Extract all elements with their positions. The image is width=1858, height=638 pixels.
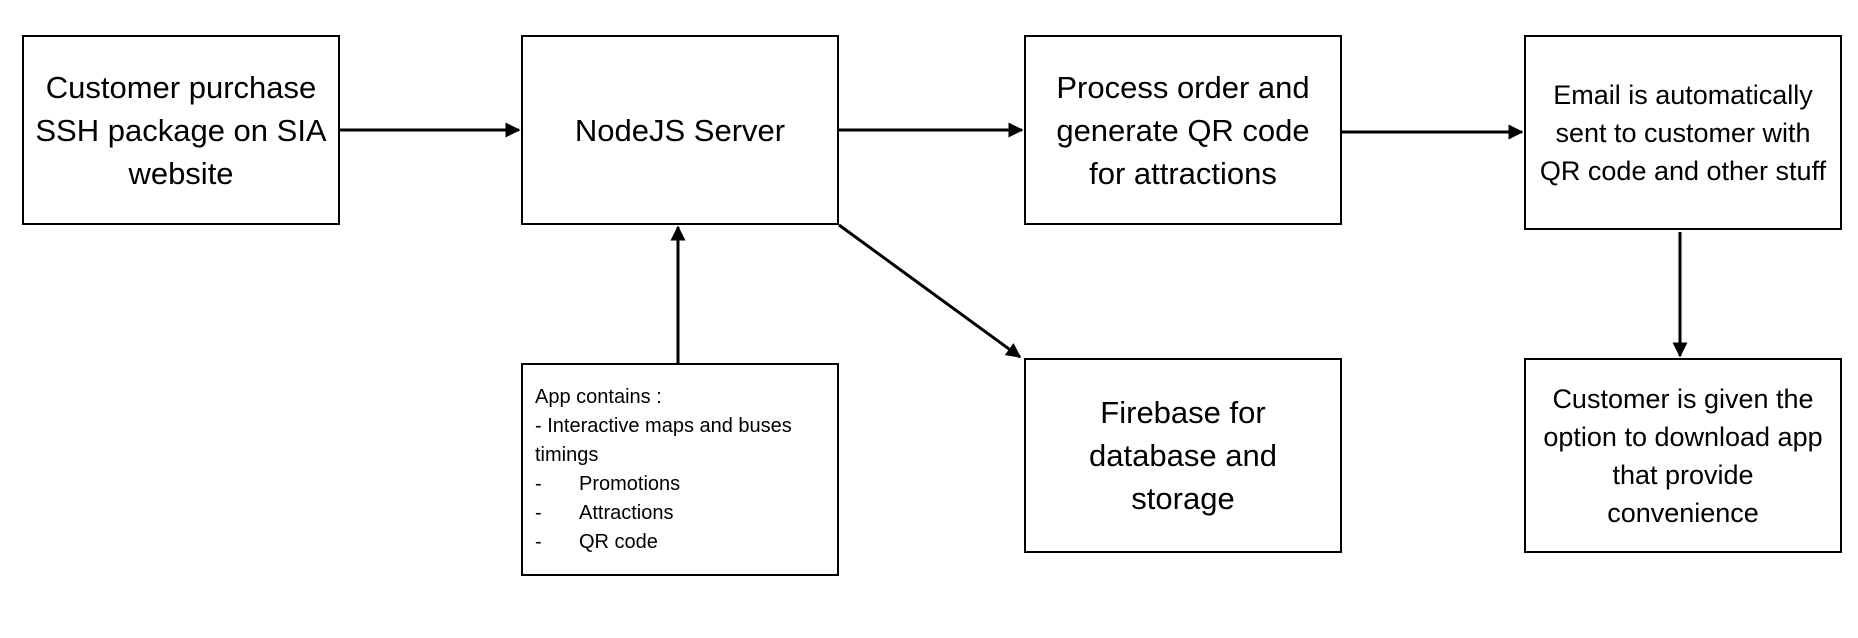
app-contents-item-label: QR code [579,531,658,553]
node-download-option-label: Customer is given the option to download… [1543,383,1823,528]
node-firebase-label: Firebase for database and storage [1089,395,1277,516]
node-nodejs-server-label: NodeJS Server [574,112,786,148]
node-process-order-label: Process order and generate QR code for a… [1056,69,1310,191]
node-email-sent-label: Email is automatically sent to customer … [1539,79,1827,186]
bullet-dash: - [535,531,542,553]
app-contents-heading: App contains : [535,386,662,408]
app-contents-item: - QR code [535,528,837,557]
node-nodejs-server: NodeJS Server [521,35,839,225]
bullet-dash: - [535,502,542,524]
app-contents-first-item: - Interactive maps and buses timings [535,415,792,466]
app-contents-item-label: Attractions [579,502,674,524]
arrow-server-to-firebase [838,223,1022,359]
app-contents-item: - Promotions [535,470,837,499]
app-contents-item: - Attractions [535,499,837,528]
node-customer-purchase-label: Customer purchase SSH package on SIA web… [35,69,327,191]
node-customer-purchase: Customer purchase SSH package on SIA web… [22,35,340,225]
node-firebase: Firebase for database and storage [1024,358,1342,553]
bullet-dash: - [535,473,542,495]
node-email-sent: Email is automatically sent to customer … [1524,35,1842,230]
node-app-contents: App contains : - Interactive maps and bu… [521,363,839,576]
node-download-option: Customer is given the option to download… [1524,358,1842,553]
app-contents-item-label: Promotions [579,473,681,495]
node-process-order: Process order and generate QR code for a… [1024,35,1342,225]
